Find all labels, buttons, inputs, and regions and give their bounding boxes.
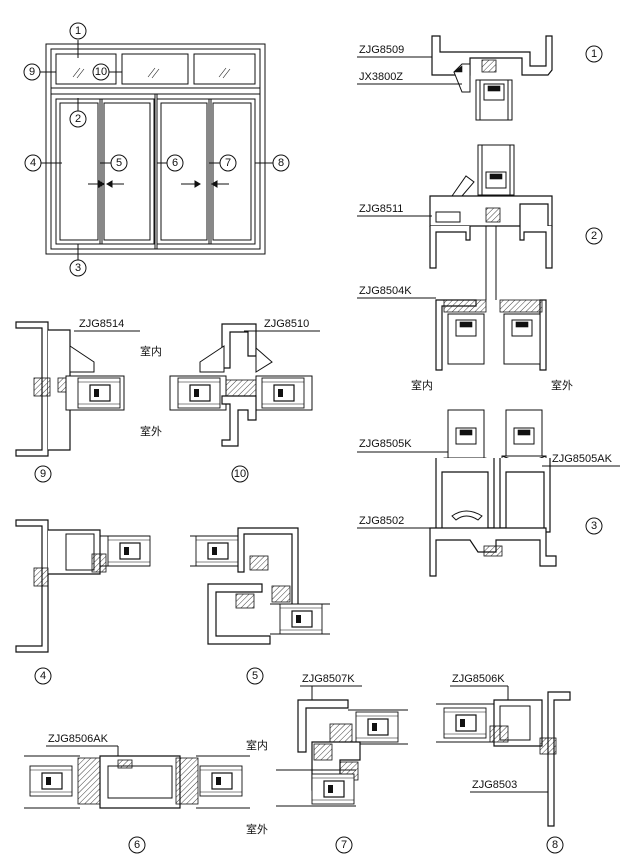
svg-text:4: 4 — [30, 157, 36, 169]
svg-text:9: 9 — [29, 66, 35, 78]
elevation-marker-8: 8 — [272, 154, 290, 172]
svg-text:9: 9 — [40, 468, 46, 480]
elevation-marker-9: 9 — [23, 63, 41, 81]
elevation-marker-2: 2 — [69, 110, 87, 128]
detail-7-section: ZJG8507K 7 — [276, 673, 408, 854]
label-ZJG8504K: ZJG8504K — [359, 285, 412, 297]
detail-8-section: ZJG8506K ZJG8503 8 — [436, 673, 571, 854]
label-ZJG8509: ZJG8509 — [359, 44, 404, 56]
svg-text:5: 5 — [116, 157, 122, 169]
svg-text:1: 1 — [75, 25, 81, 37]
transom-light-3 — [193, 53, 256, 85]
svg-text:2: 2 — [591, 230, 597, 242]
elevation-marker-10: 10 — [92, 63, 110, 81]
detail-marker-10: 10 — [231, 465, 249, 483]
label-ZJG8514: ZJG8514 — [79, 318, 124, 330]
outdoor-label-d10: 室外 — [140, 424, 162, 438]
svg-text:2: 2 — [75, 113, 81, 125]
elevation-marker-7: 7 — [219, 154, 237, 172]
svg-text:7: 7 — [341, 839, 347, 851]
detail-marker-1: 1 — [585, 45, 603, 63]
transom-light-2 — [121, 53, 189, 85]
label-ZJG8502: ZJG8502 — [359, 515, 404, 527]
detail-marker-2: 2 — [585, 227, 603, 245]
detail-1-section: ZJG8509 JX3800Z 1 — [357, 35, 603, 121]
detail-10-section: ZJG8510 室内 室外 10 — [140, 318, 320, 483]
transom-light-1 — [55, 53, 117, 85]
svg-text:3: 3 — [591, 520, 597, 532]
elevation-marker-6: 6 — [166, 154, 184, 172]
detail-9-section: ZJG8514 9 — [15, 318, 140, 483]
svg-text:10: 10 — [234, 468, 246, 480]
svg-text:10: 10 — [95, 66, 107, 78]
detail-marker-5: 5 — [246, 667, 264, 685]
detail-2-section: ZJG8511 ZJG8504K 室内 室外 2 — [357, 144, 603, 392]
label-ZJG8503: ZJG8503 — [472, 779, 517, 791]
label-ZJG8506K: ZJG8506K — [452, 673, 505, 685]
detail-marker-7: 7 — [335, 836, 353, 854]
detail-marker-8: 8 — [546, 836, 564, 854]
label-ZJG8507K: ZJG8507K — [302, 673, 355, 685]
window-elevation: 1 9 10 2 4 5 6 7 8 3 — [23, 22, 290, 277]
indoor-label-d6: 室内 — [246, 738, 268, 752]
elevation-marker-4: 4 — [24, 154, 42, 172]
outer-frame — [45, 43, 266, 255]
indoor-label-d2: 室内 — [411, 378, 433, 392]
outdoor-label-d2: 室外 — [551, 378, 573, 392]
detail-marker-6: 6 — [128, 836, 146, 854]
indoor-label-d10: 室内 — [140, 344, 162, 358]
label-ZJG8511: ZJG8511 — [359, 203, 403, 215]
detail-marker-9: 9 — [34, 465, 52, 483]
detail-3-section: ZJG8505K ZJG8505AK ZJG8502 3 — [357, 409, 620, 577]
svg-text:3: 3 — [75, 262, 81, 274]
sliding-arrows — [88, 180, 229, 188]
sliding-sashes — [55, 94, 256, 249]
svg-text:8: 8 — [278, 157, 284, 169]
elevation-marker-3: 3 — [69, 259, 87, 277]
label-JX3800Z: JX3800Z — [359, 71, 403, 83]
svg-text:4: 4 — [40, 670, 46, 682]
svg-text:6: 6 — [172, 157, 178, 169]
outdoor-label-d6: 室外 — [246, 822, 268, 836]
detail-marker-3: 3 — [585, 517, 603, 535]
label-ZJG8506AK: ZJG8506AK — [48, 733, 109, 745]
label-ZJG8505K: ZJG8505K — [359, 438, 412, 450]
elevation-marker-5: 5 — [110, 154, 128, 172]
svg-text:6: 6 — [134, 839, 140, 851]
label-ZJG8505AK: ZJG8505AK — [552, 453, 613, 465]
label-ZJG8510: ZJG8510 — [264, 318, 309, 330]
svg-text:5: 5 — [252, 670, 258, 682]
detail-6-section: ZJG8506AK 室内 室外 6 — [24, 733, 268, 854]
svg-text:7: 7 — [225, 157, 231, 169]
detail-4-section: 4 — [15, 519, 151, 685]
svg-text:1: 1 — [591, 48, 597, 60]
svg-text:8: 8 — [552, 839, 558, 851]
detail-marker-4: 4 — [34, 667, 52, 685]
detail-5-section: 5 — [190, 527, 330, 685]
elevation-marker-1: 1 — [69, 22, 87, 40]
